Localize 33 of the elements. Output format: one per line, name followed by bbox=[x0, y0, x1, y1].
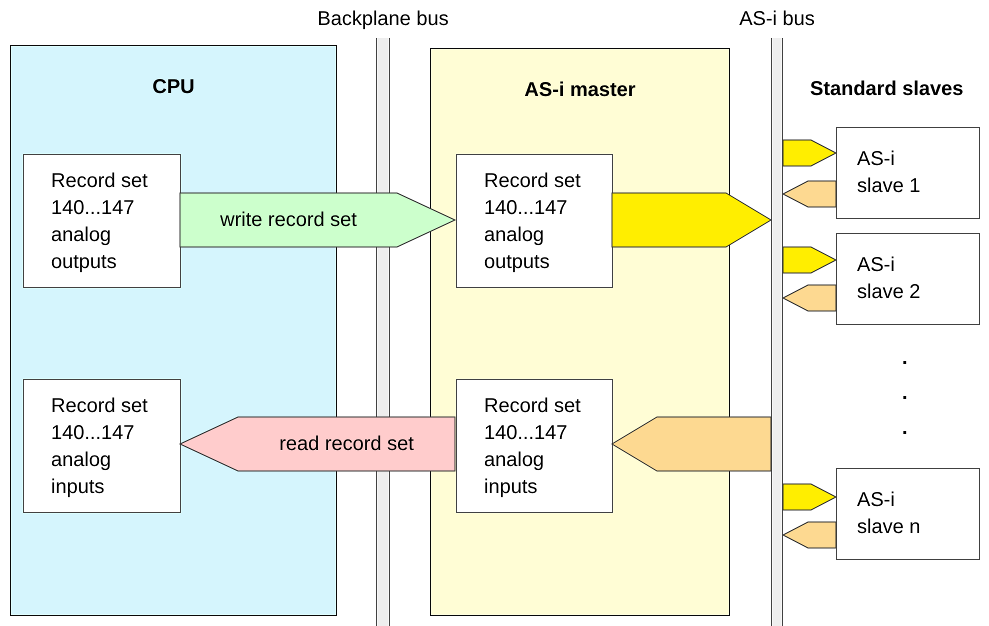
block-arrow bbox=[180, 192, 456, 248]
slave-box bbox=[836, 468, 980, 560]
panel-heading: AS-i master bbox=[523, 78, 637, 103]
record-set-box bbox=[456, 154, 613, 288]
block-arrow bbox=[782, 246, 838, 274]
ellipsis-dot: . bbox=[902, 382, 908, 405]
bus-label: Backplane bus bbox=[316, 8, 450, 31]
block-arrow bbox=[782, 284, 836, 312]
block-arrow bbox=[782, 140, 838, 166]
block-arrow bbox=[782, 180, 836, 208]
slave-box bbox=[836, 127, 980, 219]
slave-box bbox=[836, 233, 980, 325]
ellipsis-dot: . bbox=[902, 417, 908, 440]
record-set-box bbox=[23, 154, 181, 288]
record-set-label: Record set 140...147 analog outputs bbox=[51, 169, 149, 275]
record-set-label: Record set 140...147 analog inputs bbox=[484, 394, 582, 500]
edge-label: write record set bbox=[220, 208, 357, 232]
master-panel bbox=[430, 48, 730, 616]
block-arrow bbox=[782, 522, 836, 548]
column-heading: Standard slaves bbox=[810, 78, 964, 101]
ellipsis-dot: . bbox=[902, 347, 908, 370]
bus-label: AS-i bus bbox=[738, 8, 816, 31]
record-set-box bbox=[23, 379, 181, 513]
record-set-box bbox=[456, 379, 613, 513]
block-arrow bbox=[612, 192, 772, 248]
slave-label: AS-i slave 1 bbox=[857, 147, 922, 199]
record-set-label: Record set 140...147 analog outputs bbox=[484, 169, 582, 275]
block-arrow bbox=[782, 484, 838, 510]
record-set-label: Record set 140...147 analog inputs bbox=[51, 394, 149, 500]
block-arrow bbox=[611, 416, 772, 472]
panel-heading: CPU bbox=[151, 75, 196, 100]
slave-label: AS-i slave n bbox=[857, 488, 922, 540]
slave-label: AS-i slave 2 bbox=[857, 253, 922, 305]
